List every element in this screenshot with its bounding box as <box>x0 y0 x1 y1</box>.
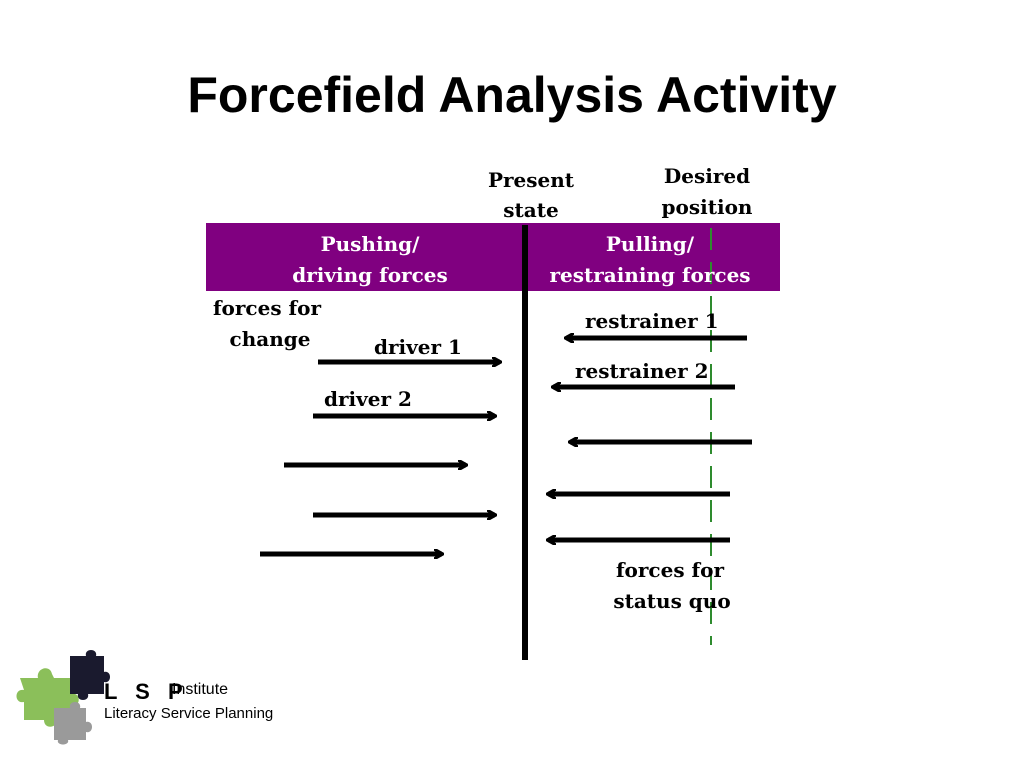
forces-for-status-quo-2: status quo <box>613 589 730 613</box>
slide-title: Forcefield Analysis Activity <box>187 67 837 123</box>
puzzle-pieces-icon <box>16 650 110 745</box>
desired-position-label-1: Desired <box>664 164 750 188</box>
header-right-1: Pulling/ <box>606 232 695 256</box>
header-band <box>206 223 780 291</box>
logo-name: L S P <box>104 679 189 704</box>
logo-subtitle: Literacy Service Planning <box>104 705 274 722</box>
header-right-2: restraining forces <box>549 263 750 287</box>
present-state-label-1: Present <box>488 168 575 192</box>
present-state-label-2: state <box>503 198 558 222</box>
restrainer-1-label: restrainer 1 <box>585 309 719 333</box>
header-left-1: Pushing/ <box>321 232 421 256</box>
header-left-2: driving forces <box>292 263 447 287</box>
driver-2-label: driver 2 <box>324 387 412 411</box>
logo-suffix: Institute <box>172 681 229 698</box>
forces-for-change-2: change <box>230 327 311 351</box>
desired-position-label-2: position <box>662 195 753 219</box>
forces-for-change-1: forces for <box>213 296 322 320</box>
forces-for-status-quo-1: forces for <box>616 558 725 582</box>
restrainer-2-label: restrainer 2 <box>575 359 709 383</box>
driver-1-label: driver 1 <box>374 335 462 359</box>
